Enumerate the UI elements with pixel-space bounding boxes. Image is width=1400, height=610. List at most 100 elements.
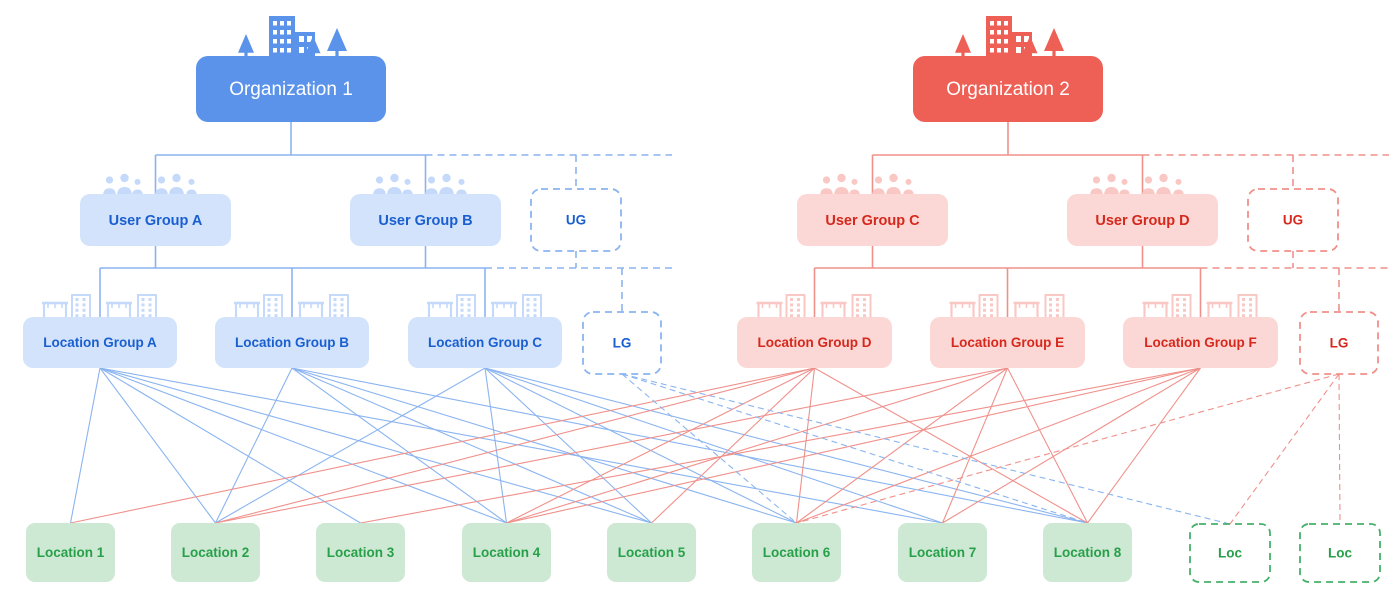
user-group-label: User Group D	[1095, 213, 1189, 229]
location-node[interactable]	[462, 523, 551, 582]
location-edge-dashed	[1229, 373, 1340, 525]
location-group-node[interactable]	[215, 317, 369, 368]
location-group-node[interactable]	[930, 317, 1085, 368]
location-label: Location 3	[327, 545, 395, 560]
location-edge-dashed	[1338, 373, 1341, 525]
location-node[interactable]	[316, 523, 405, 582]
people-group-icon	[820, 173, 914, 196]
location-edge	[99, 367, 507, 524]
location-group-placeholder-label: LG	[613, 336, 632, 351]
location-edge	[484, 367, 1088, 524]
location-label: Location 4	[473, 545, 541, 560]
location-edge	[1087, 367, 1201, 524]
location-edge	[215, 367, 815, 524]
user-group-node[interactable]	[797, 194, 948, 246]
location-placeholder-node[interactable]	[1189, 523, 1271, 583]
organization-label: Organization 1	[229, 79, 353, 100]
location-node[interactable]	[607, 523, 696, 582]
location-edge	[941, 367, 1009, 524]
location-edge	[215, 367, 293, 524]
location-edge	[484, 367, 943, 524]
user-group-placeholder-label: UG	[1283, 213, 1303, 228]
location-edge-dashed	[621, 373, 1088, 524]
location-edge	[506, 367, 1201, 524]
buildings-icon	[42, 294, 157, 321]
location-edge	[291, 367, 797, 524]
group-to-location-edges	[69, 367, 1341, 525]
location-group-label: Location Group C	[428, 335, 542, 350]
buildings-icon	[1142, 294, 1258, 321]
location-edge	[70, 367, 815, 524]
location-edge	[99, 367, 943, 524]
people-group-icon	[1090, 173, 1184, 196]
organization-node[interactable]	[913, 56, 1103, 122]
location-edge	[99, 367, 216, 524]
location-node[interactable]	[26, 523, 115, 582]
people-group-icon	[103, 173, 197, 196]
location-group-label: Location Group E	[951, 335, 1064, 350]
location-label: Location 5	[618, 545, 686, 560]
people-group-icon	[373, 173, 467, 196]
location-group-node[interactable]	[737, 317, 892, 368]
location-node[interactable]	[752, 523, 841, 582]
user-group-node[interactable]	[1067, 194, 1218, 246]
location-group-label: Location Group F	[1144, 335, 1257, 350]
buildings-icon	[949, 294, 1065, 321]
user-group-node[interactable]	[350, 194, 501, 246]
location-edge	[360, 367, 1201, 524]
location-group-placeholder-label: LG	[1330, 336, 1349, 351]
user-group-node[interactable]	[80, 194, 231, 246]
location-label: Location 6	[763, 545, 831, 560]
location-label: Location 7	[909, 545, 977, 560]
location-edge-dashed	[621, 373, 797, 524]
location-edge-dashed	[621, 373, 1231, 525]
location-placeholder-label: Loc	[1218, 546, 1242, 561]
city-skyline-icon	[238, 16, 347, 60]
location-group-node[interactable]	[23, 317, 177, 368]
location-edge	[814, 367, 1088, 524]
location-edge	[291, 367, 652, 524]
location-edge	[69, 367, 101, 524]
user-group-label: User Group C	[825, 213, 920, 229]
location-edge	[215, 367, 486, 524]
location-edge	[215, 367, 1008, 524]
location-placeholder-label: Loc	[1328, 546, 1352, 561]
location-node[interactable]	[898, 523, 987, 582]
location-edge	[291, 367, 1088, 524]
user-group-label: User Group A	[109, 213, 203, 229]
location-label: Location 1	[37, 545, 105, 560]
location-edge	[795, 367, 816, 524]
location-label: Location 8	[1054, 545, 1122, 560]
buildings-icon	[756, 294, 872, 321]
location-edge	[484, 367, 797, 524]
location-node[interactable]	[1043, 523, 1132, 582]
location-node[interactable]	[171, 523, 260, 582]
location-edge	[651, 367, 815, 524]
organization-label: Organization 2	[946, 79, 1070, 100]
location-group-placeholder-node[interactable]	[1299, 311, 1379, 375]
location-edge	[506, 367, 815, 524]
location-edge	[291, 367, 507, 524]
connector-lines	[99, 122, 1389, 317]
location-placeholder-node[interactable]	[1299, 523, 1381, 583]
location-group-label: Location Group D	[758, 335, 872, 350]
location-edge	[99, 367, 652, 524]
location-label: Location 2	[182, 545, 250, 560]
buildings-icon	[234, 294, 349, 321]
user-group-placeholder-label: UG	[566, 213, 586, 228]
buildings-icon	[427, 294, 542, 321]
location-group-node[interactable]	[408, 317, 562, 368]
location-edge	[99, 367, 361, 524]
organization-node[interactable]	[196, 56, 386, 122]
location-edge	[506, 367, 1008, 524]
location-edge	[796, 367, 1201, 524]
location-group-node[interactable]	[1123, 317, 1278, 368]
location-group-placeholder-node[interactable]	[582, 311, 662, 375]
diagram-nodes: Organization 1 Organization 2 User Group A…	[23, 16, 1381, 583]
location-group-label: Location Group A	[43, 335, 157, 350]
user-group-label: User Group B	[378, 213, 472, 229]
location-edge	[1007, 367, 1088, 524]
location-edge-dashed	[796, 373, 1340, 524]
